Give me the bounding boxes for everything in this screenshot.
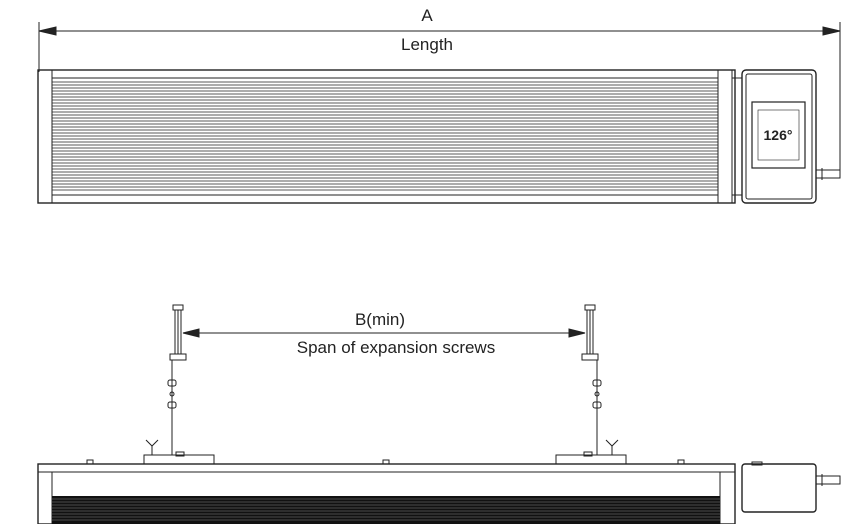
chain-right-rivet bbox=[594, 391, 600, 397]
heater-side-fins bbox=[52, 498, 720, 521]
control-box-side bbox=[741, 463, 817, 513]
dimension-b-letter: B(min) bbox=[355, 310, 405, 329]
power-cable-stub bbox=[815, 169, 841, 179]
chain-left-link-2 bbox=[167, 401, 177, 409]
rim-screw-1 bbox=[86, 459, 94, 465]
dimension-b-name: Span of expansion screws bbox=[297, 338, 495, 357]
chain-right-link-1 bbox=[592, 379, 602, 387]
control-box-inner bbox=[745, 73, 813, 200]
heater-side-grille bbox=[52, 496, 720, 524]
dimension-b-arrow-left bbox=[182, 328, 200, 338]
rim-screw-2 bbox=[382, 459, 390, 465]
heater-end-cap-left bbox=[37, 69, 53, 204]
dimension-b-arrow-right bbox=[568, 328, 586, 338]
dimension-a-arrow-right bbox=[822, 26, 841, 36]
screw-left-nut bbox=[169, 353, 187, 361]
mounting-bracket-left bbox=[143, 439, 215, 465]
power-cable-side bbox=[815, 475, 841, 485]
expansion-screw-left bbox=[169, 304, 187, 361]
bracket-right-nut bbox=[583, 451, 593, 457]
side-view bbox=[37, 304, 841, 524]
top-view: 126° bbox=[37, 22, 841, 204]
body-connector bbox=[731, 77, 743, 196]
heater-side-end-left bbox=[37, 471, 53, 524]
heater-body bbox=[37, 69, 736, 204]
display-reading: 126° bbox=[764, 127, 793, 143]
screw-left-head bbox=[172, 304, 184, 311]
expansion-screw-right bbox=[581, 304, 599, 361]
display-panel bbox=[751, 101, 806, 169]
display-screen bbox=[757, 109, 800, 161]
chain-right bbox=[592, 360, 602, 455]
heater-side-end-right bbox=[719, 471, 736, 524]
control-box bbox=[741, 69, 817, 204]
bracket-left-nut bbox=[175, 451, 185, 457]
chain-left-rivet bbox=[169, 391, 175, 397]
heater-end-cap-right bbox=[717, 69, 733, 204]
rim-screw-3 bbox=[677, 459, 685, 465]
wing-nut-right bbox=[605, 439, 619, 455]
heater-fins bbox=[52, 81, 718, 191]
chain-left-link-1 bbox=[167, 379, 177, 387]
dimension-a-name: Length bbox=[401, 35, 453, 54]
wing-nut-left bbox=[145, 439, 159, 455]
control-box-side-knob bbox=[751, 461, 763, 466]
screw-right-head bbox=[584, 304, 596, 311]
chain-right-link-2 bbox=[592, 401, 602, 409]
mounting-bracket-right bbox=[555, 439, 627, 465]
dimension-a-arrow-left bbox=[38, 26, 57, 36]
screw-right-nut bbox=[581, 353, 599, 361]
dimension-a-letter: A bbox=[421, 6, 433, 25]
chain-left bbox=[167, 360, 177, 455]
